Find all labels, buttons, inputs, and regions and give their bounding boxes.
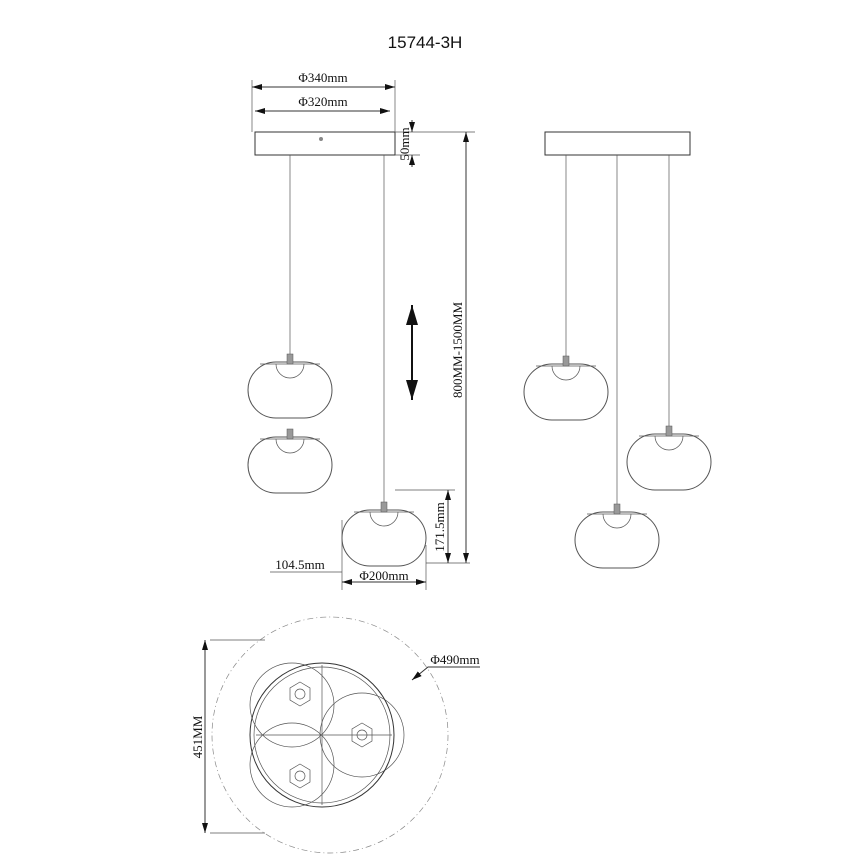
shade xyxy=(247,353,333,419)
socket-icon xyxy=(289,681,311,707)
shade-height: 171.5mm xyxy=(432,502,447,551)
shade-diameter: Φ200mm xyxy=(359,568,408,583)
shade-offset: 104.5mm xyxy=(275,557,324,572)
overall-width: 451MM xyxy=(190,715,205,758)
front-view: Φ340mm Φ320mm 50mm 800MM-1500MM 171.5mm … xyxy=(247,70,475,590)
socket-icon xyxy=(289,763,311,789)
shade xyxy=(341,501,427,567)
canopy-inner-diameter: Φ320mm xyxy=(298,94,347,109)
top-view: 451MM Φ490mm xyxy=(190,616,480,854)
drop-range: 800MM-1500MM xyxy=(450,302,465,399)
canopy-height: 50mm xyxy=(397,127,412,160)
side-view xyxy=(523,131,712,569)
overall-diameter: Φ490mm xyxy=(430,652,479,667)
canopy-outer-diameter: Φ340mm xyxy=(298,70,347,85)
socket-icon xyxy=(351,722,373,748)
shade xyxy=(247,428,333,494)
model-title: 15744-3H xyxy=(388,33,463,52)
canopy xyxy=(254,131,396,156)
